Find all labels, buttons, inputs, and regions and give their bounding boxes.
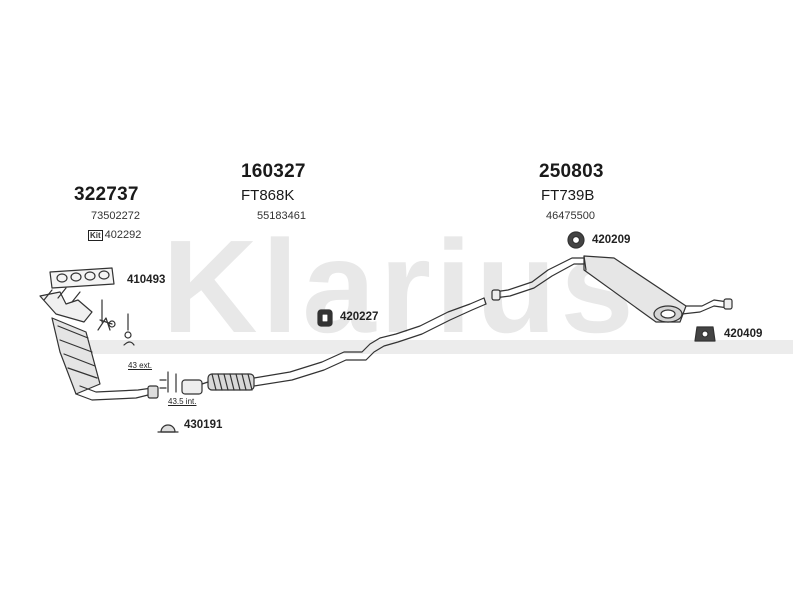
code-ft739b: FT739B [541, 187, 595, 204]
mounting-studs [99, 299, 135, 346]
centre-pipe [181, 297, 487, 395]
watermark-text: Klarius [162, 213, 638, 360]
clamp-drawing [157, 424, 179, 433]
hanger-drawing-420227 [317, 309, 333, 327]
sub-ref-46475500: 46475500 [546, 210, 595, 222]
sub-ref-73502272: 73502272 [91, 210, 140, 222]
watermark-underline [88, 340, 793, 354]
sub-ref-55183461: 55183461 [257, 210, 306, 222]
dimension-int: 43.5 int. [168, 397, 197, 406]
rear-silencer [491, 255, 733, 323]
manifold-gasket [49, 267, 115, 289]
mount-drawing-420409 [694, 326, 716, 342]
fitting-430191: 430191 [184, 419, 223, 431]
code-ft868k: FT868K [241, 187, 295, 204]
fitting-420227: 420227 [340, 311, 379, 323]
fitting-410493: 410493 [127, 274, 166, 286]
kit-number: 402292 [104, 229, 142, 241]
kit-icon: Kit [88, 229, 103, 241]
catalytic-converter [39, 287, 159, 401]
mount-drawing-420209 [567, 231, 585, 249]
dimension-leaders [159, 371, 177, 393]
part-number-322737: 322737 [74, 184, 139, 205]
dimension-ext: 43 ext. [128, 361, 153, 370]
part-number-160327: 160327 [241, 161, 306, 182]
part-number-250803: 250803 [539, 161, 604, 182]
fitting-420209: 420209 [592, 234, 631, 246]
fitting-420409: 420409 [724, 328, 763, 340]
